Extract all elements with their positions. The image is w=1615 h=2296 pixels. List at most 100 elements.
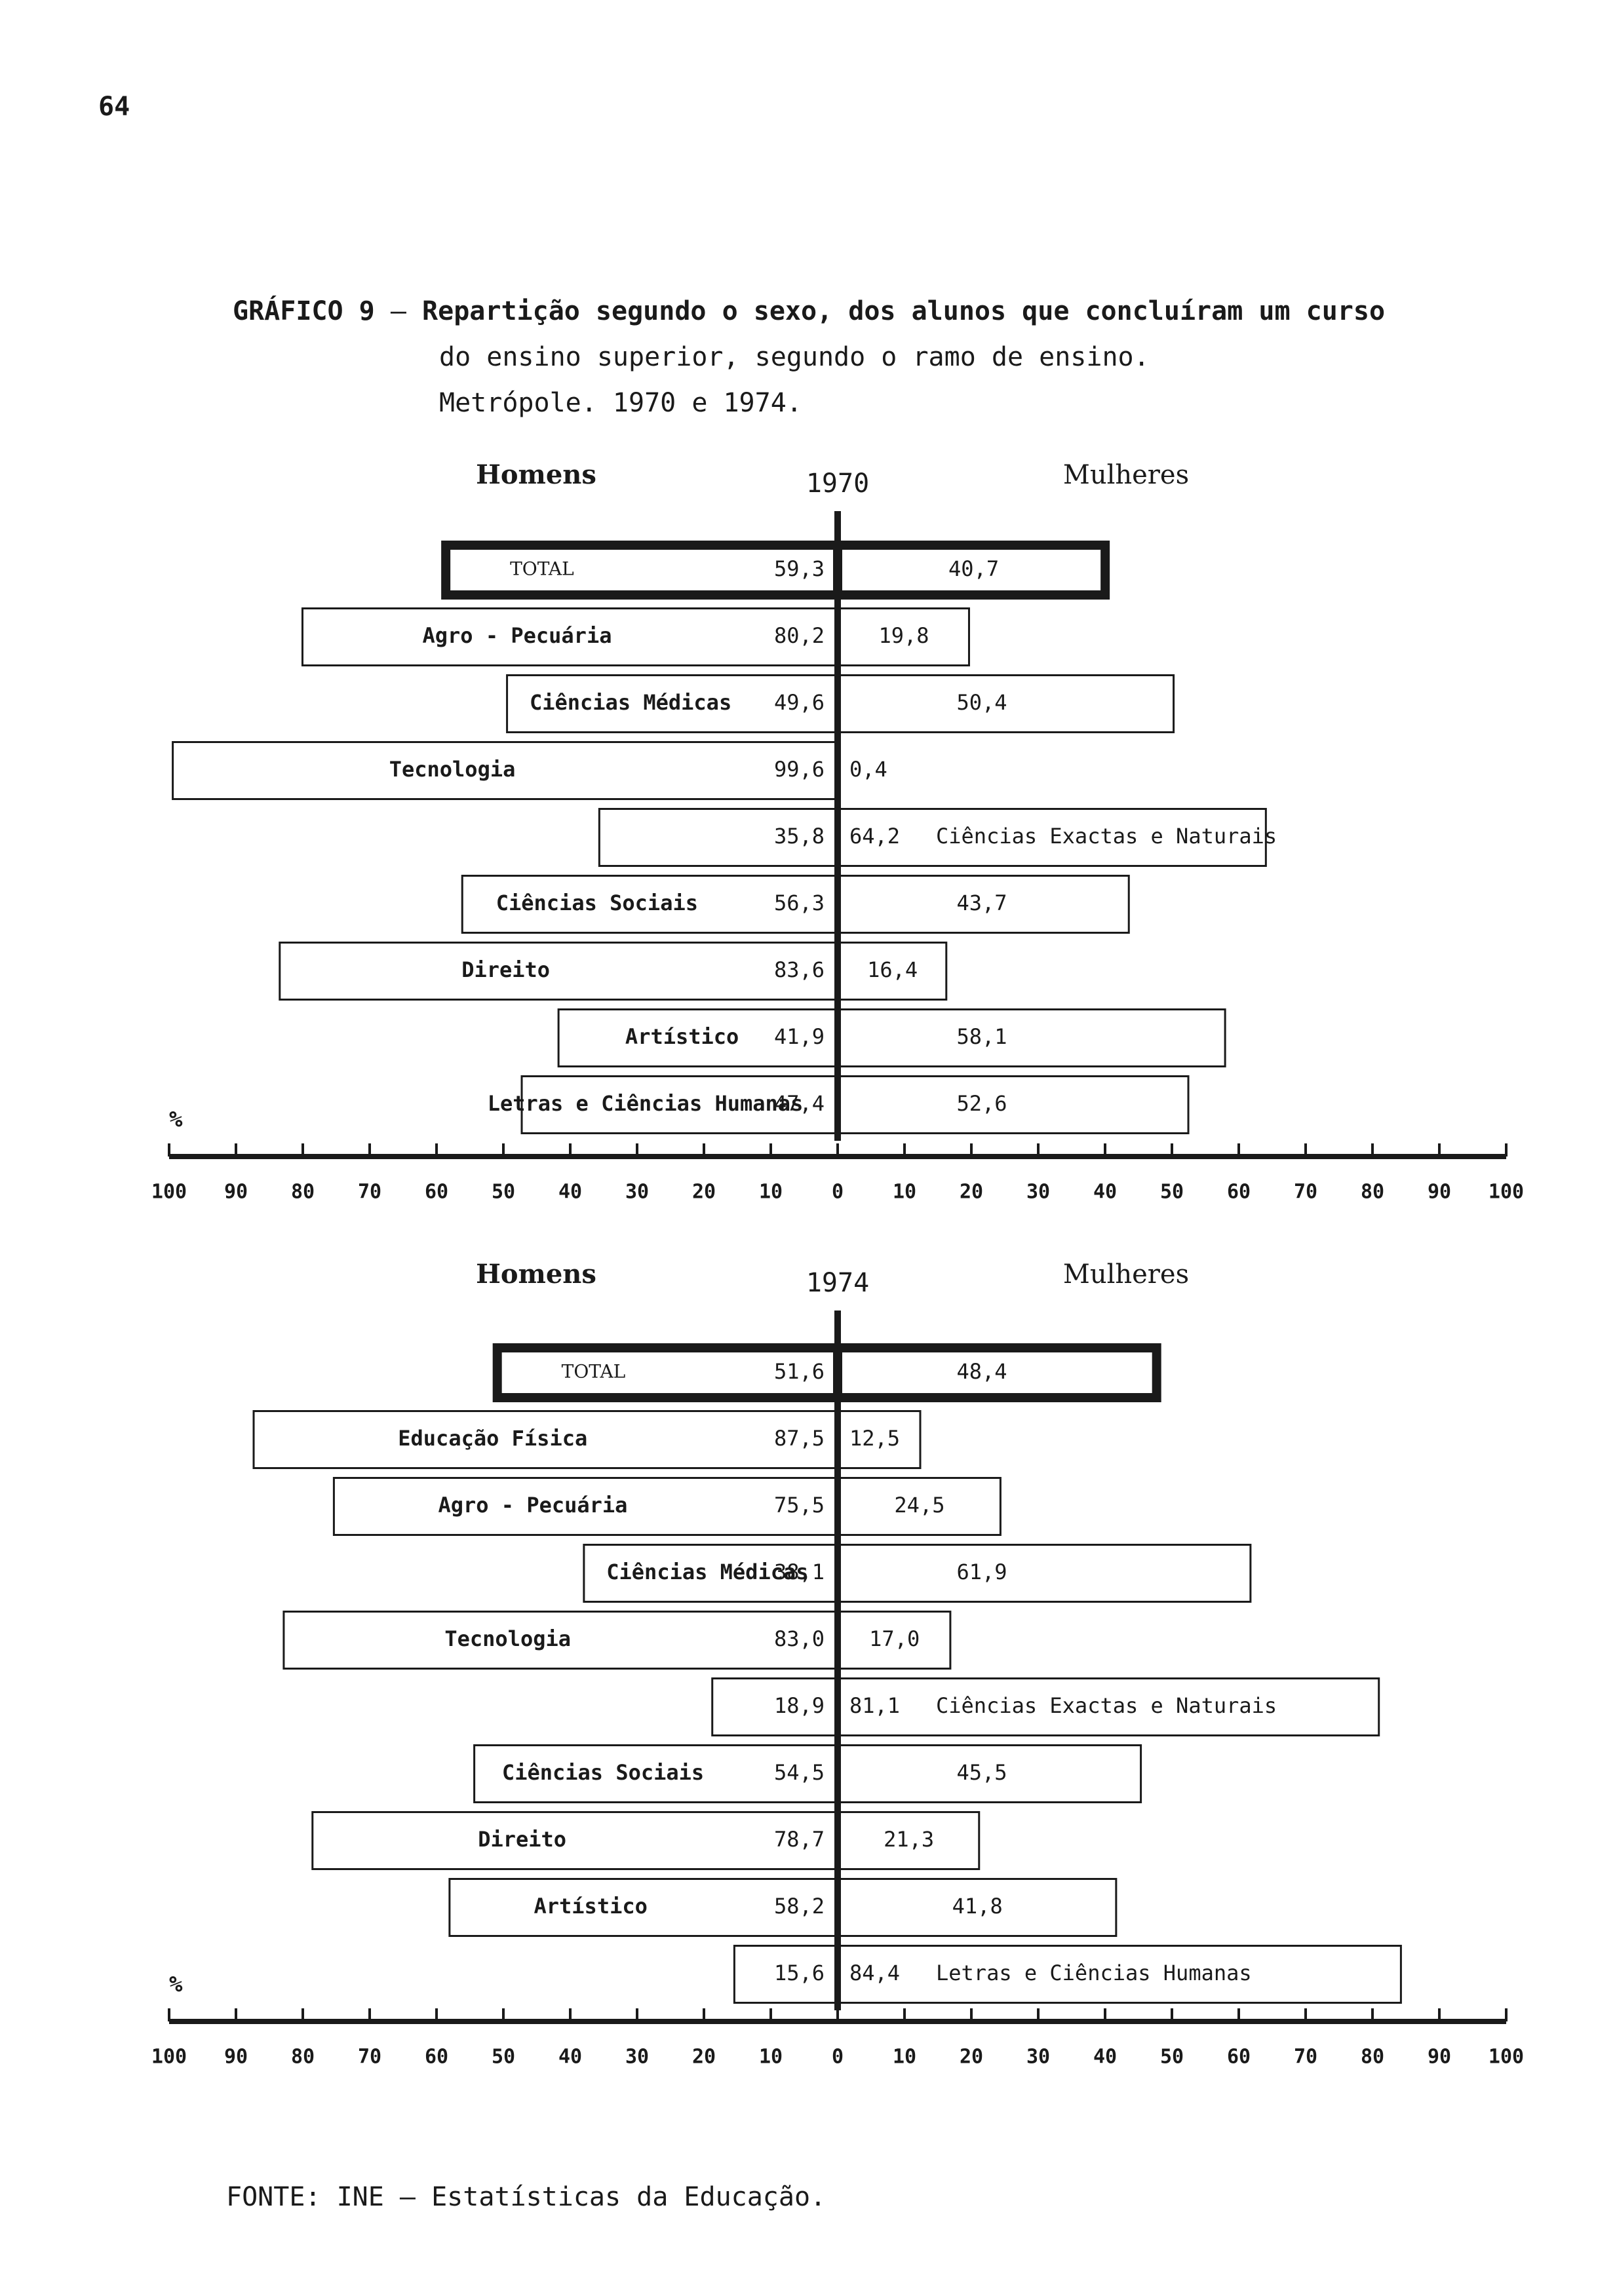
tick-label-left-1970-2: 80 [291, 1181, 315, 1204]
value-men-1974-9: 15,6 [774, 1961, 825, 1985]
tick-label-left-1970-6: 40 [558, 1181, 582, 1204]
tick-label-left-1970-4: 60 [425, 1181, 448, 1204]
bar-men-1970-7 [557, 1008, 839, 1067]
value-women-1974-9: 84,4 [849, 1961, 900, 1985]
category-label-1970-6: Direito [461, 957, 550, 982]
value-men-1970-4: 35,8 [774, 824, 825, 849]
page-number: 64 [98, 92, 130, 122]
bar-men-1970-0 [441, 541, 842, 600]
tick-label-left-1974-2: 80 [291, 2046, 315, 2069]
bar-men-1974-7 [311, 1811, 839, 1870]
bar-men-1970-3 [172, 741, 839, 800]
figure-caption: GRÁFICO 9 – Repartição segundo o sexo, d… [233, 288, 1385, 426]
axis-unit-label-1970: % [169, 1107, 183, 1133]
bar-women-1974-7 [836, 1811, 981, 1870]
caption-line-3: Metrópole. 1970 e 1974. [439, 388, 802, 418]
tick-label-right-1970-5: 50 [1160, 1181, 1184, 1204]
caption-text-1: Repartição segundo o sexo, dos alunos qu… [422, 296, 1386, 326]
chart-title-1970: 1970 [806, 469, 869, 499]
value-women-1970-1: 19,8 [878, 623, 929, 648]
value-women-1974-5: 81,1 [849, 1693, 900, 1718]
value-men-1970-2: 49,6 [774, 690, 825, 715]
value-men-1974-5: 18,9 [774, 1693, 825, 1718]
value-men-1974-7: 78,7 [774, 1827, 825, 1852]
category-label-1974-6: Ciências Sociais [502, 1760, 704, 1785]
bar-women-1974-9 [836, 1945, 1402, 2004]
tick-label-right-1974-1: 10 [893, 2046, 916, 2069]
category-label-1970-7: Artístico [625, 1024, 739, 1049]
tick-label-left-1974-3: 70 [358, 2046, 381, 2069]
value-women-1970-4: 64,2 [849, 824, 900, 849]
value-men-1970-5: 56,3 [774, 890, 825, 915]
value-women-1970-0: 40,7 [948, 556, 999, 581]
tick-label-right-1974-8: 80 [1361, 2046, 1384, 2069]
caption-label: GRÁFICO 9 [233, 296, 375, 326]
bar-women-1974-0 [833, 1343, 1161, 1402]
value-men-1974-3: 38,1 [774, 1559, 825, 1584]
value-women-1974-1: 12,5 [849, 1426, 900, 1451]
tick-label-right-1970-3: 30 [1026, 1181, 1050, 1204]
caption-line-2: do ensino superior, segundo o ramo de en… [439, 342, 1150, 372]
tick-label-right-1974-4: 40 [1093, 2046, 1117, 2069]
bar-women-1974-3 [836, 1544, 1252, 1603]
category-label-1974-3: Ciências Médicas [606, 1559, 808, 1584]
bar-women-1970-4 [836, 808, 1267, 867]
bar-men-1974-9 [733, 1945, 839, 2004]
bar-women-1970-7 [836, 1008, 1226, 1067]
tick-label-right-1974-0: 0 [832, 2046, 844, 2069]
category-label-1974-7: Direito [478, 1827, 566, 1852]
bar-men-1974-4 [282, 1611, 839, 1670]
value-men-1974-1: 87,5 [774, 1426, 825, 1451]
tick-label-left-1974-0: 100 [151, 2046, 187, 2069]
category-label-1970-0: TOTAL [510, 558, 574, 580]
value-women-1970-8: 52,6 [956, 1091, 1007, 1116]
value-men-1974-8: 58,2 [774, 1894, 825, 1919]
tick-label-left-1974-7: 30 [625, 2046, 649, 2069]
tick-label-right-1970-0: 0 [832, 1181, 844, 1204]
tick-label-right-1970-10: 100 [1489, 1181, 1524, 1204]
bar-men-1970-6 [279, 942, 839, 1001]
value-women-1974-6: 45,5 [956, 1760, 1007, 1785]
tick-label-right-1974-7: 70 [1294, 2046, 1317, 2069]
value-women-1970-7: 58,1 [956, 1024, 1007, 1049]
bar-women-1970-0 [833, 541, 1110, 600]
value-women-1974-4: 17,0 [869, 1626, 920, 1651]
tick-label-left-1970-0: 100 [151, 1181, 187, 1204]
bar-men-1974-3 [583, 1544, 839, 1603]
source-label: FONTE: [226, 2182, 321, 2212]
tick-label-left-1974-1: 90 [224, 2046, 248, 2069]
tick-label-right-1974-5: 50 [1160, 2046, 1184, 2069]
value-women-1974-3: 61,9 [956, 1559, 1007, 1584]
tick-label-left-1974-5: 50 [492, 2046, 515, 2069]
value-men-1970-1: 80,2 [774, 623, 825, 648]
tick-label-left-1974-8: 20 [692, 2046, 716, 2069]
value-women-1974-8: 41,8 [952, 1894, 1003, 1919]
category-label-1974-4: Tecnologia [444, 1626, 571, 1651]
value-women-1970-5: 43,7 [956, 890, 1007, 915]
tick-label-left-1970-3: 70 [358, 1181, 381, 1204]
category-label-1970-1: Agro - Pecuária [422, 623, 612, 648]
category-label-1970-3: Tecnologia [389, 757, 516, 782]
tick-label-left-1974-4: 60 [425, 2046, 448, 2069]
category-label-1974-0: TOTAL [562, 1361, 626, 1383]
tick-label-left-1970-7: 30 [625, 1181, 649, 1204]
tick-label-left-1970-8: 20 [692, 1181, 716, 1204]
category-label-1974-1: Educação Física [398, 1426, 587, 1451]
value-women-1970-3: 0,4 [849, 757, 887, 782]
tick-label-right-1974-2: 20 [960, 2046, 983, 2069]
category-label-1974-5: Ciências Exactas e Naturais [936, 1693, 1277, 1718]
tick-label-left-1970-9: 10 [759, 1181, 783, 1204]
caption-dash: – [390, 296, 406, 326]
value-men-1974-6: 54,5 [774, 1760, 825, 1785]
tick-label-left-1974-9: 10 [759, 2046, 783, 2069]
value-men-1970-8: 47,4 [774, 1091, 825, 1116]
tick-label-right-1970-9: 90 [1428, 1181, 1451, 1204]
category-label-1974-2: Agro - Pecuária [438, 1493, 627, 1518]
tick-label-left-1970-1: 90 [224, 1181, 248, 1204]
bar-women-1970-8 [836, 1075, 1190, 1134]
value-men-1970-6: 83,6 [774, 957, 825, 982]
value-men-1970-7: 41,9 [774, 1024, 825, 1049]
source-note: FONTE: INE – Estatísticas da Educação. [226, 2182, 826, 2212]
